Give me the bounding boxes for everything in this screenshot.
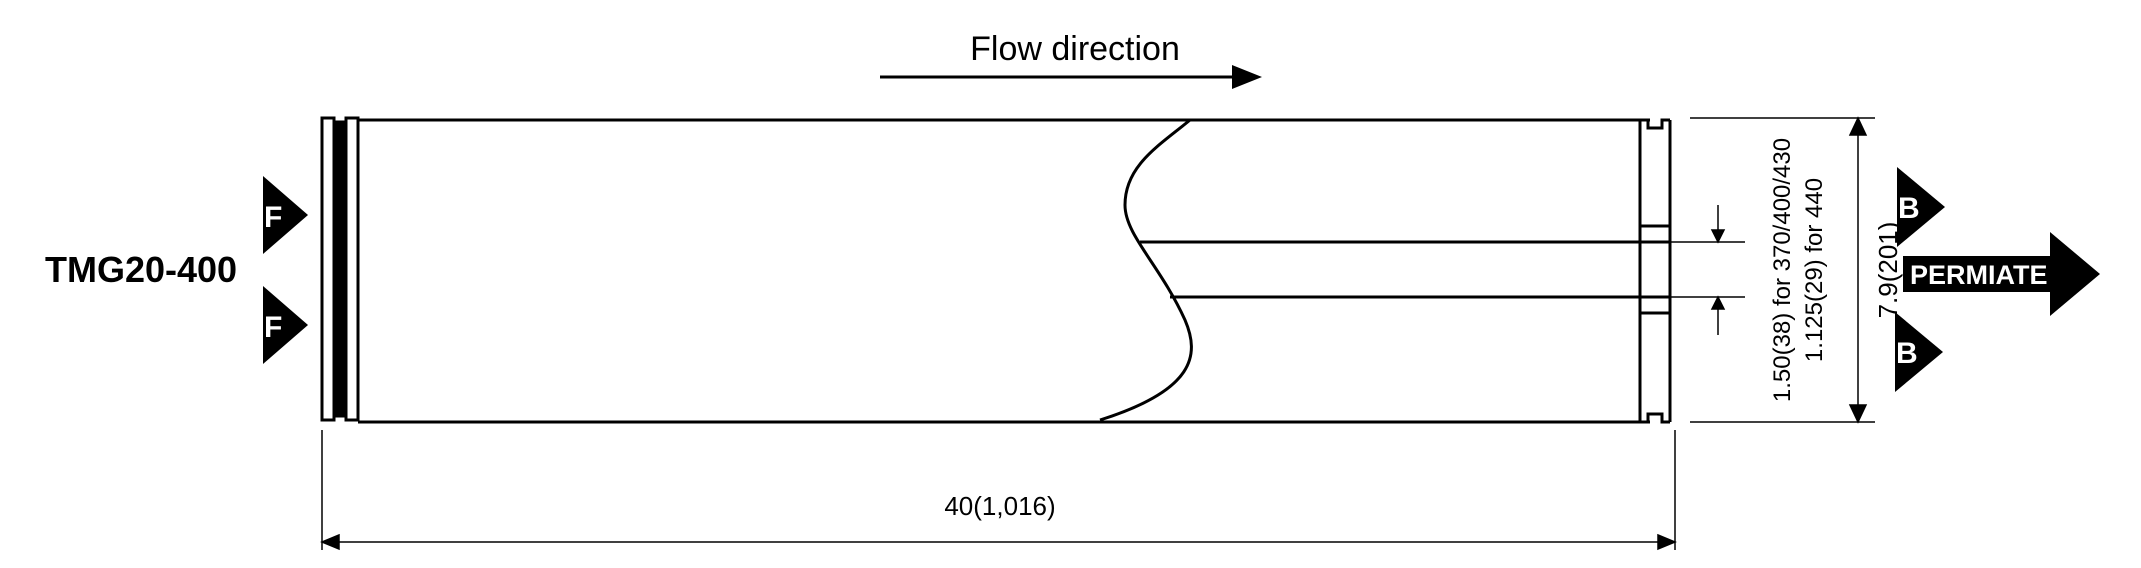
tube-od-label-line2: 1.125(29) for 440 [1801, 178, 1828, 362]
feed-marker-bottom-label: F [264, 311, 282, 344]
flow-direction-arrow [880, 65, 1262, 89]
tube-od-label-line1: 1.50(38) for 370/400/430 [1769, 138, 1796, 402]
membrane-element-body [320, 116, 1672, 424]
feed-marker-top: F [263, 176, 308, 254]
feed-marker-bottom: F [263, 286, 308, 364]
model-label: TMG20-400 [45, 249, 237, 290]
feed-marker-top-label: F [264, 201, 282, 234]
flow-direction-label: Flow direction [970, 30, 1180, 68]
diameter-dimension [1690, 116, 1875, 424]
brine-marker-top-label: B [1898, 192, 1920, 225]
brine-marker-bottom-label: B [1896, 337, 1918, 370]
length-dimension [320, 430, 1677, 551]
length-label: 40(1,016) [944, 491, 1055, 521]
brine-marker-top: B [1897, 167, 1945, 247]
tube-od-dimension [1670, 205, 1745, 335]
brine-marker-bottom: B [1895, 312, 1943, 392]
permeate-arrow: PERMIATE [1903, 232, 2100, 316]
permeate-label: PERMIATE [1910, 260, 2048, 290]
